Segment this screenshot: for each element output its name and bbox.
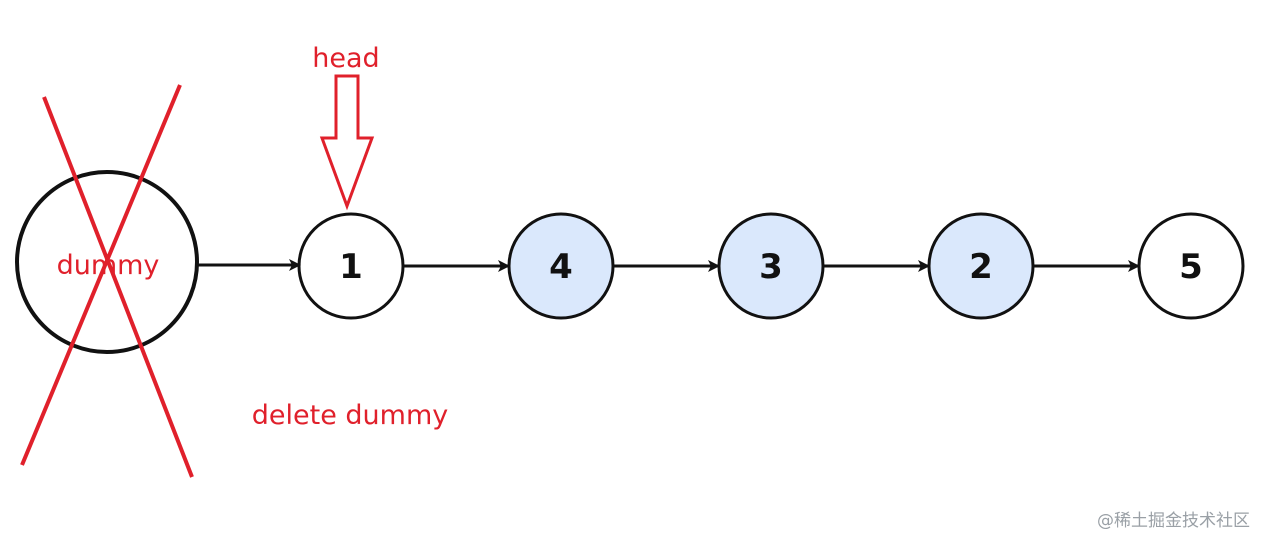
watermark: @稀土掘金技术社区	[1097, 511, 1250, 531]
head-arrow-outline	[319, 74, 375, 211]
list-node-label: 5	[1179, 247, 1203, 287]
next-pointers	[198, 259, 1140, 272]
dummy-cross-mark	[20, 84, 194, 478]
list-node-1: 1	[297, 212, 405, 320]
list-node-label: 3	[759, 247, 783, 287]
delete-dummy-note: delete dummy	[252, 400, 448, 431]
list-node-label: 1	[339, 247, 363, 287]
cross-stroke-right	[20, 84, 182, 466]
list-node-label: 2	[969, 247, 993, 287]
list-node-label: 4	[549, 247, 573, 287]
list-node-4: 4	[507, 212, 615, 320]
cross-stroke-left	[42, 96, 194, 478]
list-node-2: 2	[927, 212, 1035, 320]
list-node-3: 3	[717, 212, 825, 320]
head-label: head	[312, 43, 379, 74]
list-node-5: 5	[1137, 212, 1245, 320]
head-pointer: head	[312, 43, 380, 211]
